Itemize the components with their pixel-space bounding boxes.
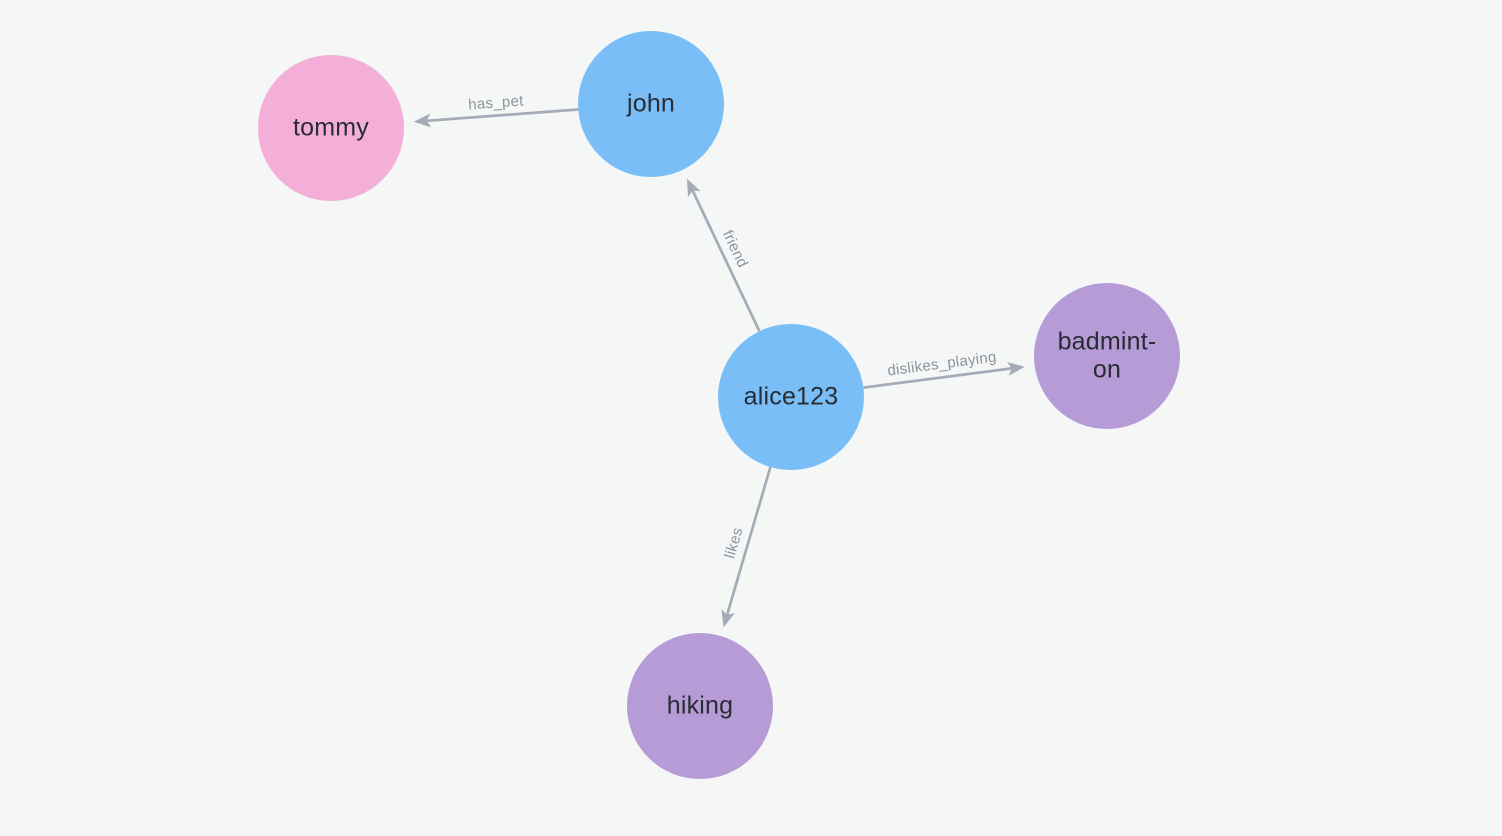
node-label-tommy[interactable]: tommy (293, 113, 369, 142)
node-label-john[interactable]: john (626, 89, 676, 118)
edge-dislikes-playing[interactable] (863, 361, 1025, 389)
node-hiking[interactable] (627, 633, 773, 779)
node-badminton[interactable] (1034, 283, 1180, 429)
node-john[interactable] (578, 31, 724, 177)
node-label-hiking[interactable]: hiking (666, 691, 734, 720)
edge-likes[interactable] (721, 466, 772, 628)
edge-friend[interactable] (687, 178, 761, 332)
node-alice123[interactable] (718, 324, 864, 470)
edge-has-pet[interactable] (413, 108, 579, 128)
node-label-alice123[interactable]: alice123 (743, 382, 839, 411)
node-tommy[interactable] (258, 55, 404, 201)
node-label-badminton[interactable]: badmint- on (1057, 327, 1157, 383)
